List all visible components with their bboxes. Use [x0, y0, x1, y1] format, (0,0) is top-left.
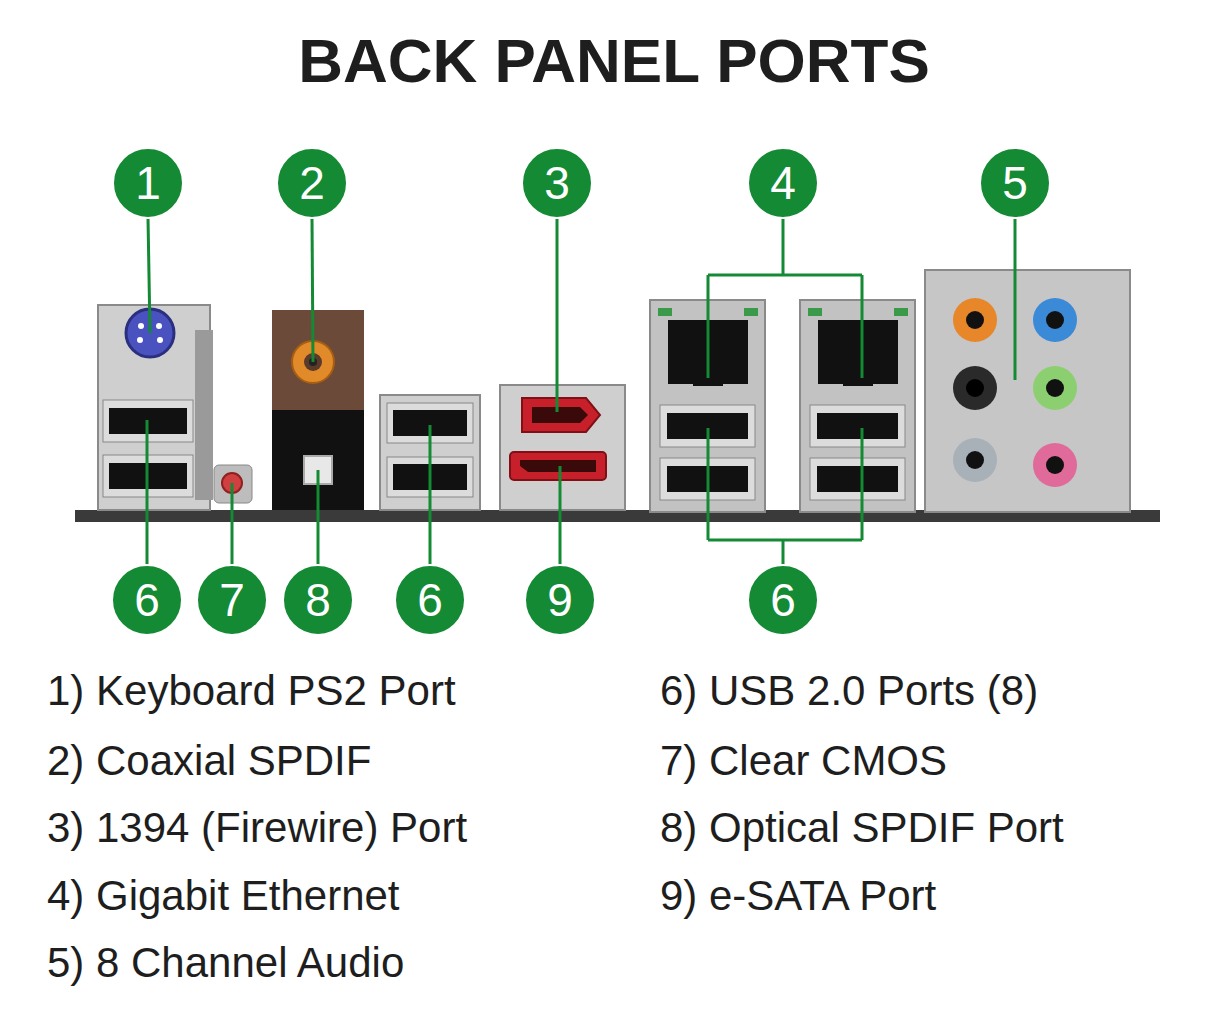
jack-hole: [966, 379, 984, 397]
firewire-port: [522, 398, 600, 432]
leader-line: [1014, 218, 1017, 380]
lan-led: [894, 308, 908, 316]
jack-hole: [1046, 456, 1064, 474]
bracket-line: [708, 218, 862, 378]
key-entry: 3) 1394 (Firewire) Port: [47, 807, 467, 849]
audio-jack: [953, 438, 997, 482]
bracket-line: [708, 428, 862, 565]
leader-line: [429, 425, 432, 565]
callout-circle: 7: [196, 564, 268, 636]
callout-number: 1: [135, 160, 161, 206]
leader-line: [317, 470, 320, 565]
callout-number: 7: [219, 577, 245, 623]
esata-opening: [520, 460, 596, 472]
jack-hole: [1046, 379, 1064, 397]
leader-line: [231, 483, 234, 565]
callout-circle: 6: [394, 564, 466, 636]
callout-number: 6: [134, 577, 160, 623]
callout-circle: 6: [111, 564, 183, 636]
callout-number: 3: [544, 160, 570, 206]
shield-tab: [195, 330, 213, 500]
usb-port: [810, 405, 905, 447]
ps2-pin: [137, 337, 143, 343]
audio-panel: [925, 270, 1130, 512]
callout-number: 6: [770, 577, 796, 623]
lan-stack: [800, 300, 915, 512]
key-entry: 2) Coaxial SPDIF: [47, 740, 371, 782]
leader-line: [146, 420, 149, 565]
firewire-opening: [532, 407, 588, 423]
usb-port: [810, 458, 905, 500]
ps2-pin: [138, 323, 144, 329]
audio-jack: [1033, 366, 1077, 410]
callout-circle: 3: [521, 147, 593, 219]
key-entry: 5) 8 Channel Audio: [47, 942, 404, 984]
callout-circle: 1: [112, 147, 184, 219]
callout-circle: 9: [524, 564, 596, 636]
callout-number: 9: [547, 577, 573, 623]
esata-port: [510, 452, 606, 480]
leader-line: [556, 218, 559, 412]
callout-number: 5: [1002, 160, 1028, 206]
lan-led: [744, 308, 758, 316]
coax-block: [272, 310, 364, 410]
callout-number: 8: [305, 577, 331, 623]
leader-line: [312, 218, 313, 362]
port-frame: [500, 385, 625, 510]
rj45-port: [818, 320, 898, 384]
port-frame: [98, 305, 210, 510]
callout-circle: 4: [747, 147, 819, 219]
leader-line: [559, 466, 562, 565]
audio-jack: [1033, 298, 1077, 342]
callout-number: 2: [299, 160, 325, 206]
callout-circle: 2: [276, 147, 348, 219]
jack-hole: [966, 311, 984, 329]
usb-opening: [817, 413, 898, 439]
key-entry: 9) e-SATA Port: [660, 875, 936, 917]
jack-hole: [966, 451, 984, 469]
callout-number: 6: [417, 577, 443, 623]
ps2-pin: [156, 323, 162, 329]
key-entry: 8) Optical SPDIF Port: [660, 807, 1064, 849]
audio-jack: [953, 298, 997, 342]
callout-circle: 5: [979, 147, 1051, 219]
usb-opening: [817, 466, 898, 492]
callout-circle: 8: [282, 564, 354, 636]
lan-led: [658, 308, 672, 316]
key-entry: 7) Clear CMOS: [660, 740, 947, 782]
key-entry: 6) USB 2.0 Ports (8): [660, 670, 1038, 712]
key-entry: 4) Gigabit Ethernet: [47, 875, 400, 917]
audio-jack: [953, 366, 997, 410]
lan-led: [808, 308, 822, 316]
callout-number: 4: [770, 160, 796, 206]
jack-hole: [1046, 311, 1064, 329]
callout-circle: 6: [747, 564, 819, 636]
diagram-title: BACK PANEL PORTS: [0, 30, 1228, 92]
ps2-pin: [157, 337, 163, 343]
leader-line: [148, 218, 150, 333]
audio-jack: [1033, 443, 1077, 487]
key-entry: 1) Keyboard PS2 Port: [47, 670, 456, 712]
rj45-notch: [843, 376, 873, 386]
